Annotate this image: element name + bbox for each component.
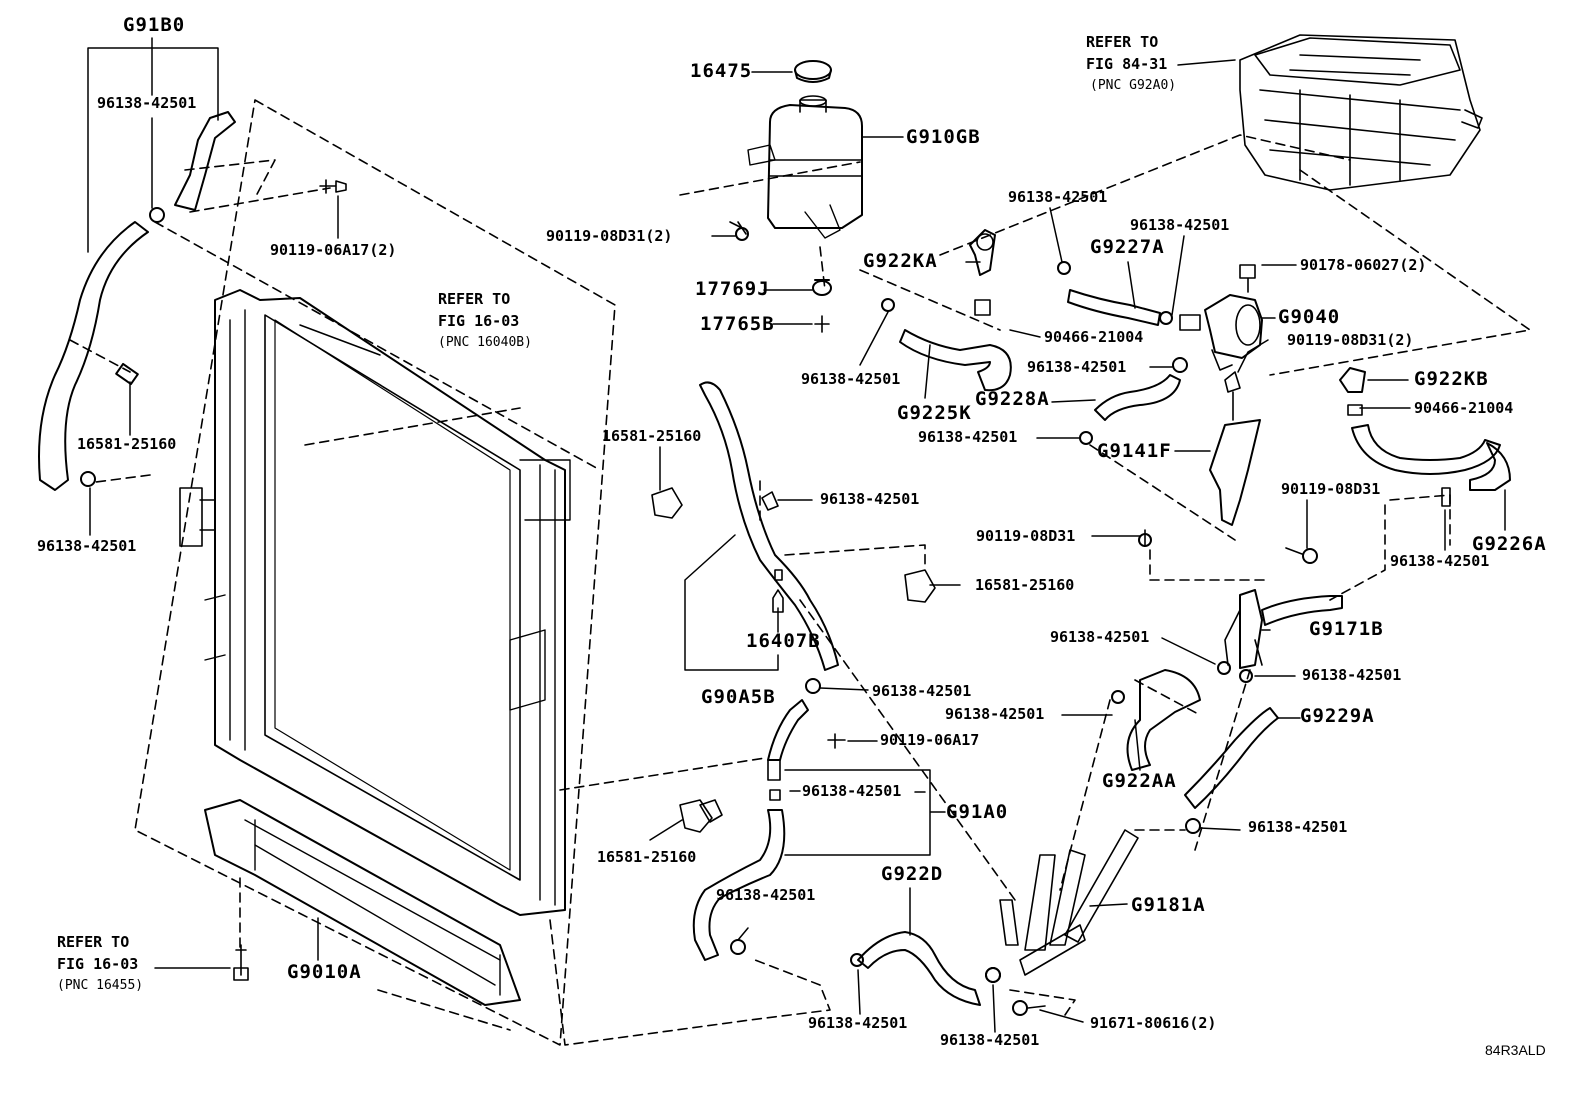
label-96138-upper-mid2: 96138-42501 bbox=[1130, 216, 1230, 234]
label-96138-left-mid: 96138-42501 bbox=[801, 370, 901, 388]
label-91671: 91671-80616(2) bbox=[1090, 1014, 1217, 1032]
reservoir-drawing bbox=[729, 60, 863, 333]
label-96138-right: 96138-42501 bbox=[1390, 552, 1490, 570]
label-90119-08d31-center: 90119-08D31 bbox=[976, 527, 1076, 545]
label-96138-mid-lower: 96138-42501 bbox=[872, 682, 972, 700]
label-g922aa: G922AA bbox=[1102, 770, 1177, 792]
radiator-drawing bbox=[179, 289, 571, 916]
label-g9040: G9040 bbox=[1278, 306, 1341, 328]
label-g9229a: G9229A bbox=[1300, 705, 1375, 727]
label-16581-center: 16581-25160 bbox=[602, 427, 702, 445]
label-96138-bottom-left: 96138-42501 bbox=[808, 1014, 908, 1032]
label-96138-lower-right: 96138-42501 bbox=[1302, 666, 1402, 684]
label-90119-06a17-2: 90119-06A17(2) bbox=[270, 241, 397, 259]
label-90119-08d31-2: 90119-08D31(2) bbox=[546, 227, 673, 245]
label-g90a5b: G90A5B bbox=[701, 686, 776, 708]
label-96138-lower-mid: 96138-42501 bbox=[1050, 628, 1150, 646]
label-16581-center-right: 16581-25160 bbox=[975, 576, 1075, 594]
label-90119-08d31-right: 90119-08D31 bbox=[1281, 480, 1381, 498]
label-17769j: 17769J bbox=[695, 278, 770, 300]
label-g9228a: G9228A bbox=[975, 388, 1050, 410]
ref-16-03a-line2: FIG 16-03 bbox=[438, 312, 520, 330]
label-16475: 16475 bbox=[690, 60, 753, 82]
label-90466-upper: 90466-21004 bbox=[1044, 328, 1144, 346]
hoses-upper-middle-drawing bbox=[881, 229, 1188, 445]
label-g91a0: G91A0 bbox=[946, 801, 1009, 823]
figure-id: 84R3ALD bbox=[1485, 1042, 1546, 1058]
label-16581-left: 16581-25160 bbox=[77, 435, 177, 453]
label-96138-bottom: 96138-42501 bbox=[940, 1031, 1040, 1049]
label-96138-center2: 96138-42501 bbox=[820, 490, 920, 508]
label-96138-mid: 96138-42501 bbox=[1027, 358, 1127, 376]
leader-lines bbox=[87, 37, 1506, 1033]
label-90119-08d31-2b: 90119-08D31(2) bbox=[1287, 331, 1414, 349]
label-g922kb: G922KB bbox=[1414, 368, 1489, 390]
label-g910gb: G910GB bbox=[906, 126, 981, 148]
inverter-drawing bbox=[1239, 34, 1483, 191]
label-g9141f: G9141F bbox=[1097, 440, 1172, 462]
label-g9225k: G9225K bbox=[897, 402, 972, 424]
label-96138-g91a0: 96138-42501 bbox=[802, 782, 902, 800]
lower-cooler-drawing bbox=[204, 799, 521, 1006]
label-g9226a: G9226A bbox=[1472, 533, 1547, 555]
ref-84-31-line3: (PNC G92A0) bbox=[1090, 78, 1177, 93]
label-g922ka: G922KA bbox=[863, 250, 938, 272]
label-96138-mid-lower2: 96138-42501 bbox=[945, 705, 1045, 723]
ref-84-31-line1: REFER TO bbox=[1086, 33, 1159, 51]
ref-16-03b-line1: REFER TO bbox=[57, 933, 130, 951]
label-96138-far-right: 96138-42501 bbox=[1248, 818, 1348, 836]
label-96138-upper-left: 96138-42501 bbox=[97, 94, 197, 112]
label-g9010a: G9010A bbox=[287, 961, 362, 983]
label-16581-lower: 16581-25160 bbox=[597, 848, 697, 866]
ref-16-03a-line1: REFER TO bbox=[438, 290, 511, 308]
ref-84-31-line2: FIG 84-31 bbox=[1086, 55, 1168, 73]
label-g9181a: G9181A bbox=[1131, 894, 1206, 916]
hose-g91b0-drawing bbox=[38, 111, 347, 491]
hoses-right-drawing bbox=[1339, 367, 1511, 507]
hoses-middle-drawing bbox=[692, 381, 1001, 1006]
label-90178: 90178-06027(2) bbox=[1300, 256, 1427, 274]
ref-16-03b-line3: (PNC 16455) bbox=[57, 978, 144, 993]
label-96138-upper-mid: 96138-42501 bbox=[1008, 188, 1108, 206]
hoses-lower-right-drawing bbox=[985, 589, 1343, 1016]
label-96138-lower-left: 96138-42501 bbox=[37, 537, 137, 555]
label-90466-right: 90466-21004 bbox=[1414, 399, 1514, 417]
label-g922d: G922D bbox=[881, 863, 944, 885]
label-16407b: 16407B bbox=[746, 630, 821, 652]
ref-16-03b-line2: FIG 16-03 bbox=[57, 955, 139, 973]
label-g9171b: G9171B bbox=[1309, 618, 1384, 640]
label-g91b0: G91B0 bbox=[123, 14, 186, 36]
label-17765b: 17765B bbox=[700, 313, 775, 335]
small-components-drawing bbox=[233, 487, 936, 981]
label-90119-06a17: 90119-06A17 bbox=[880, 731, 980, 749]
ref-16-03a-line3: (PNC 16040B) bbox=[438, 335, 532, 350]
label-96138-lower-center: 96138-42501 bbox=[716, 886, 816, 904]
label-96138-center: 96138-42501 bbox=[918, 428, 1018, 446]
label-g9227a: G9227A bbox=[1090, 236, 1165, 258]
